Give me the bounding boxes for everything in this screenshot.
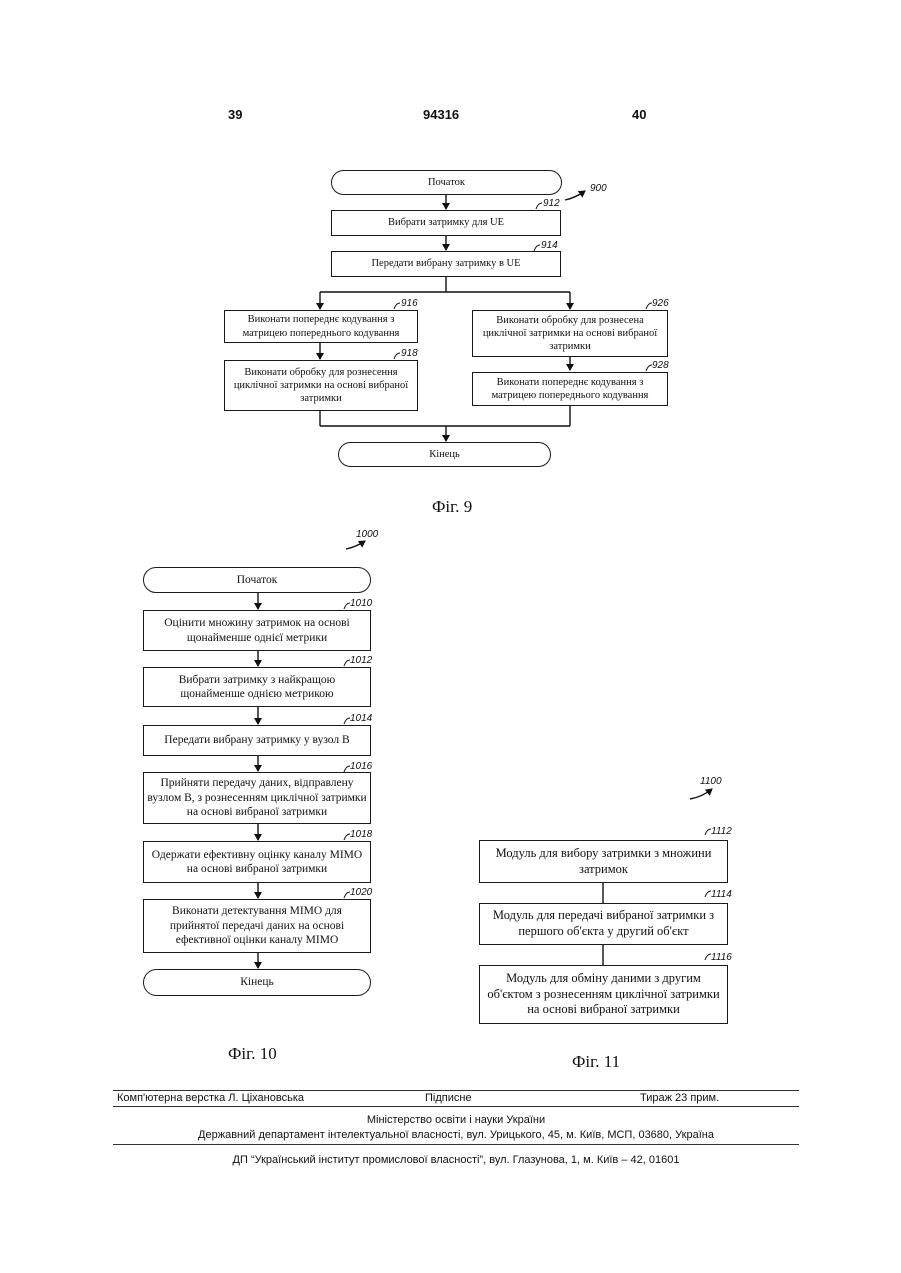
fig10-step-1014-text: Передати вибрану затримку у вузол В bbox=[164, 733, 349, 747]
fig9-step-916-text: Виконати попереднє кодування з матрицею … bbox=[228, 313, 414, 339]
fig10-end-terminal: Кінець bbox=[143, 969, 371, 996]
fig11-ref-1116: 1116 bbox=[711, 952, 732, 963]
footer-department: Державний департамент інтелектуальної вл… bbox=[113, 1129, 799, 1141]
fig9-step-912: Вибрати затримку для UE bbox=[331, 210, 561, 236]
fig10-step-1016: Прийняти передачу даних, відправлену вуз… bbox=[143, 772, 371, 824]
footer-rule-middle bbox=[113, 1106, 799, 1107]
fig10-step-1020-text: Виконати детектування МІМО для прийнятої… bbox=[147, 904, 367, 947]
fig10-reference-number: 1000 bbox=[356, 529, 378, 540]
fig9-ref-916: 916 bbox=[401, 298, 418, 309]
fig10-step-1018: Одержати ефективну оцінку каналу МІМО на… bbox=[143, 841, 371, 883]
fig9-ref-918: 918 bbox=[401, 348, 418, 359]
fig11-module-1116-text: Модуль для обміну даними з другим об'єкт… bbox=[483, 971, 724, 1018]
fig9-start-terminal: Початок bbox=[331, 170, 562, 195]
fig9-ref-912: 912 bbox=[543, 198, 560, 209]
fig10-end-label: Кінець bbox=[240, 975, 274, 989]
fig9-step-928: Виконати попереднє кодування з матрицею … bbox=[472, 372, 668, 406]
fig10-step-1016-text: Прийняти передачу даних, відправлену вуз… bbox=[147, 776, 367, 819]
fig10-ref-1010: 1010 bbox=[350, 598, 372, 609]
fig10-step-1012: Вибрати затримку з найкращою щонайменше … bbox=[143, 667, 371, 707]
fig11-caption: Фіг. 11 bbox=[572, 1052, 620, 1072]
fig10-ref-1012: 1012 bbox=[350, 655, 372, 666]
fig10-step-1010: Оцінити множину затримок на основі щонай… bbox=[143, 610, 371, 651]
footer-typesetter: Комп'ютерна верстка Л. Ціхановська bbox=[117, 1092, 304, 1104]
fig10-step-1014: Передати вибрану затримку у вузол В bbox=[143, 725, 371, 756]
fig11-reference-number: 1100 bbox=[700, 776, 722, 787]
fig9-caption: Фіг. 9 bbox=[432, 497, 472, 517]
fig11-ref-1112: 1112 bbox=[711, 826, 732, 837]
fig9-step-926: Виконати обробку для рознесена циклічної… bbox=[472, 310, 668, 357]
fig10-caption: Фіг. 10 bbox=[228, 1044, 277, 1064]
fig10-step-1018-text: Одержати ефективну оцінку каналу МІМО на… bbox=[147, 848, 367, 877]
fig9-end-terminal: Кінець bbox=[338, 442, 551, 467]
fig11-module-1114-text: Модуль для передачі вибраної затримки з … bbox=[483, 908, 724, 939]
fig9-reference-number: 900 bbox=[590, 183, 607, 194]
fig10-ref-1018: 1018 bbox=[350, 829, 372, 840]
fig10-start-label: Початок bbox=[237, 573, 278, 587]
footer-institute: ДП “Український інститут промислової вла… bbox=[113, 1154, 799, 1166]
fig9-step-926-text: Виконати обробку для рознесена циклічної… bbox=[476, 314, 664, 353]
fig10-ref-1020: 1020 bbox=[350, 887, 372, 898]
fig10-ref-1014: 1014 bbox=[350, 713, 372, 724]
fig9-step-912-text: Вибрати затримку для UE bbox=[388, 216, 504, 229]
fig11-module-1116: Модуль для обміну даними з другим об'єкт… bbox=[479, 965, 728, 1024]
fig9-step-914: Передати вибрану затримку в UE bbox=[331, 251, 561, 277]
fig10-ref-1016: 1016 bbox=[350, 761, 372, 772]
fig9-step-918-text: Виконати обробку для рознесення циклічно… bbox=[228, 366, 414, 405]
footer-rule-bottom bbox=[113, 1144, 799, 1145]
fig9-step-916: Виконати попереднє кодування з матрицею … bbox=[224, 310, 418, 343]
fig9-ref-914: 914 bbox=[541, 240, 558, 251]
fig11-module-1112-text: Модуль для вибору затримки з множини зат… bbox=[483, 846, 724, 877]
footer-circulation: Тираж 23 прим. bbox=[640, 1092, 719, 1104]
footer-signed: Підписне bbox=[425, 1092, 472, 1104]
fig11-module-1112: Модуль для вибору затримки з множини зат… bbox=[479, 840, 728, 883]
fig9-end-label: Кінець bbox=[429, 448, 460, 461]
fig10-step-1010-text: Оцінити множину затримок на основі щонай… bbox=[147, 616, 367, 645]
footer-rule-top bbox=[113, 1090, 799, 1091]
fig9-ref-926: 926 bbox=[652, 298, 669, 309]
fig9-ref-928: 928 bbox=[652, 360, 669, 371]
fig10-step-1020: Виконати детектування МІМО для прийнятої… bbox=[143, 899, 371, 953]
fig9-step-914-text: Передати вибрану затримку в UE bbox=[371, 257, 520, 270]
footer-ministry: Міністерство освіти і науки України bbox=[113, 1114, 799, 1126]
fig9-step-928-text: Виконати попереднє кодування з матрицею … bbox=[476, 376, 664, 402]
fig10-start-terminal: Початок bbox=[143, 567, 371, 593]
fig11-module-1114: Модуль для передачі вибраної затримки з … bbox=[479, 903, 728, 945]
fig9-step-918: Виконати обробку для рознесення циклічно… bbox=[224, 360, 418, 411]
fig10-step-1012-text: Вибрати затримку з найкращою щонайменше … bbox=[147, 673, 367, 702]
fig11-ref-1114: 1114 bbox=[711, 889, 732, 900]
fig9-start-label: Початок bbox=[428, 176, 465, 189]
